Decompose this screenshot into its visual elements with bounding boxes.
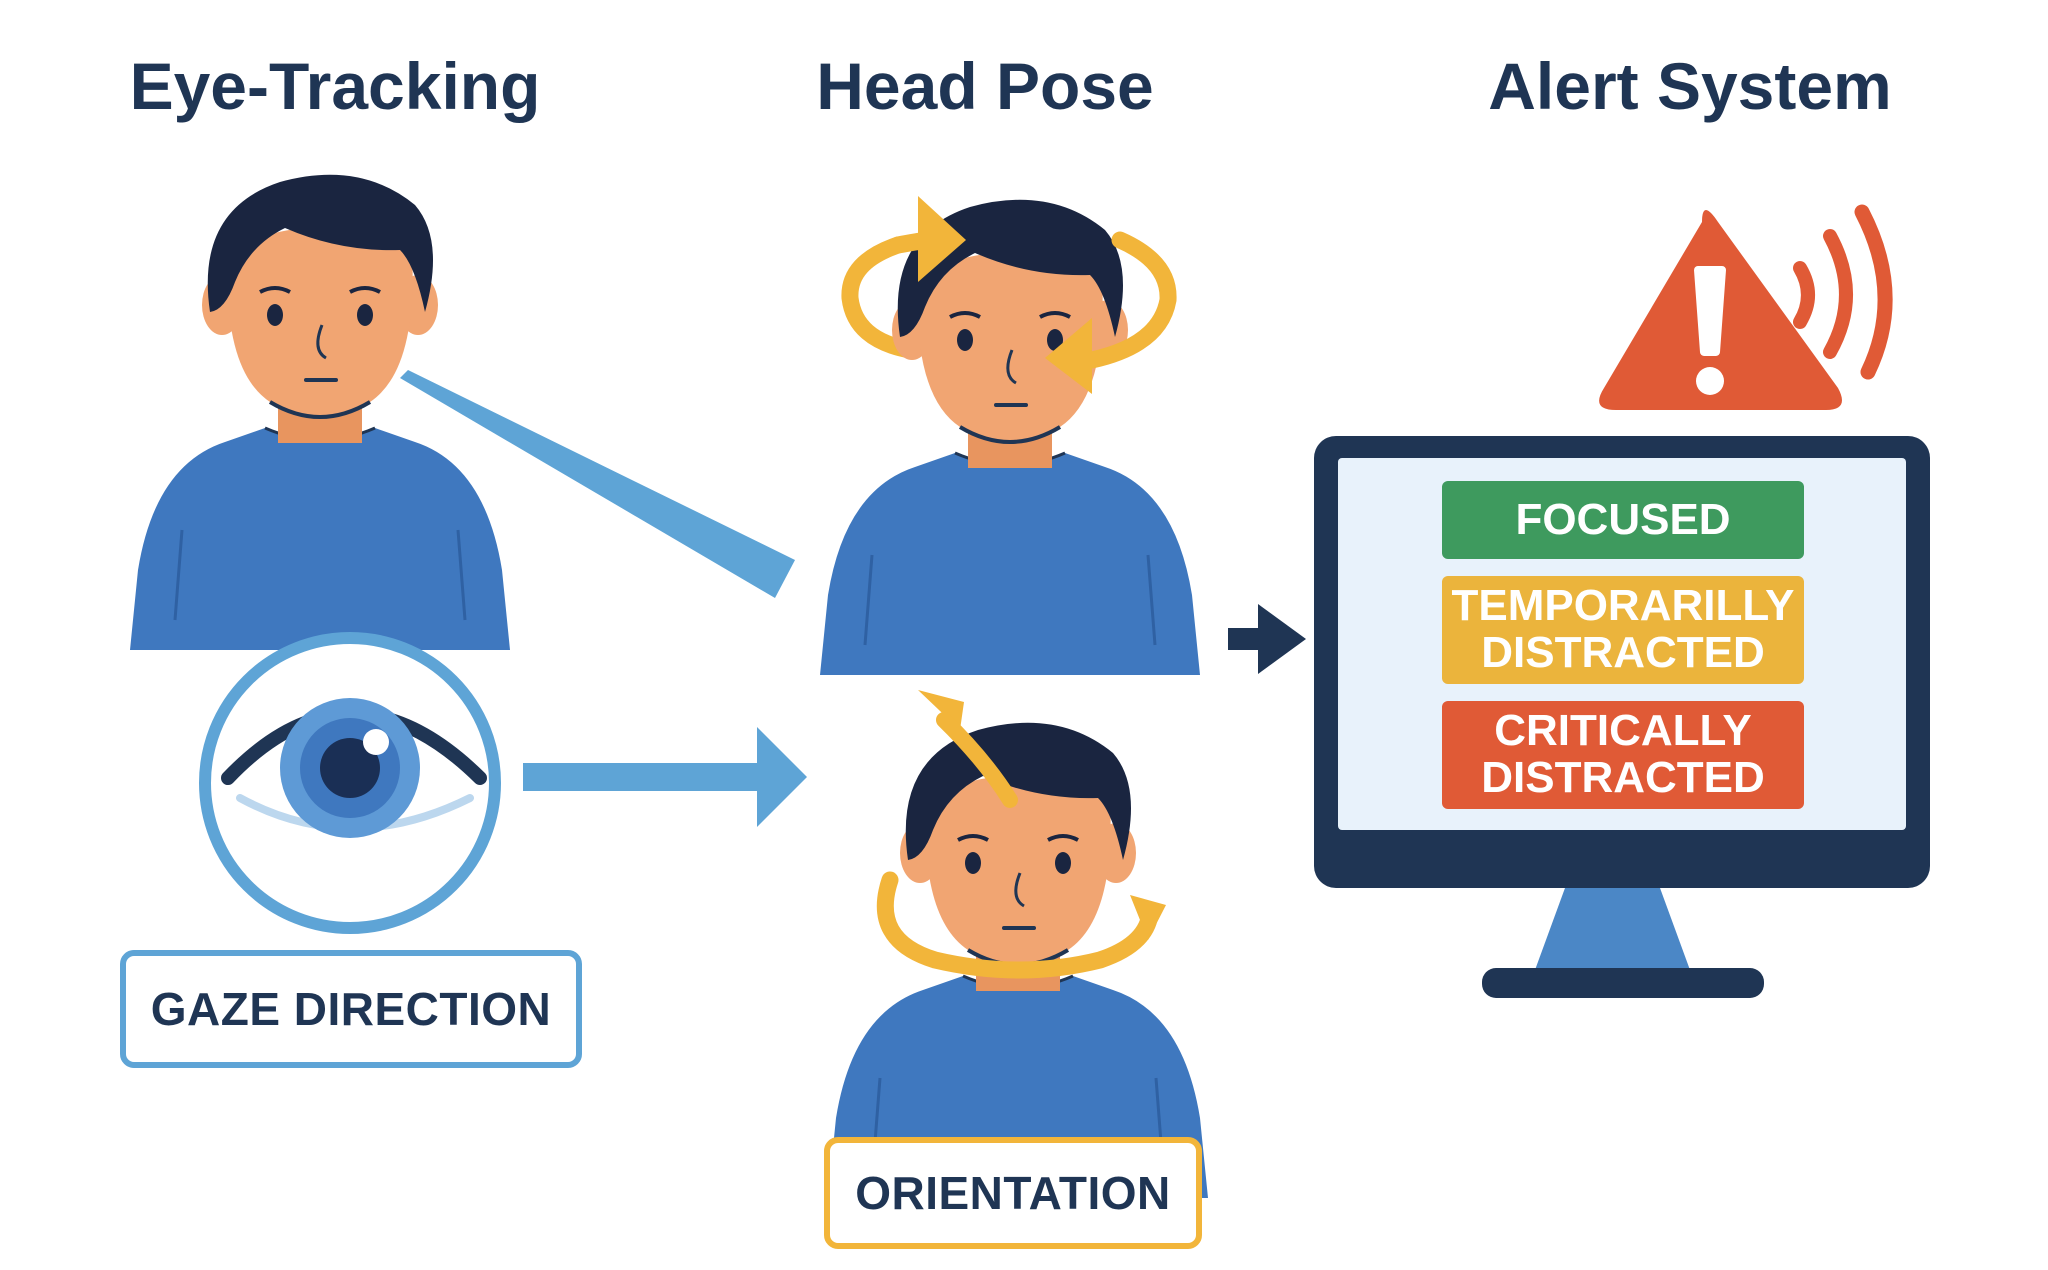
head-rotation-group bbox=[818, 196, 1202, 677]
gaze-direction-label: GAZE DIRECTION bbox=[120, 950, 582, 1068]
eye-icon bbox=[199, 632, 501, 934]
eye-tracking-title: Eye-Tracking bbox=[129, 49, 541, 123]
person-icon bbox=[826, 720, 1210, 1200]
arrow-right-icon bbox=[1228, 604, 1306, 674]
signal-waves-icon bbox=[1793, 204, 1893, 380]
person-icon bbox=[818, 197, 1202, 677]
warning-triangle-icon bbox=[1599, 210, 1842, 410]
arrow-right-icon bbox=[523, 727, 807, 827]
status-critically-distracted: CRITICALLY DISTRACTED bbox=[1442, 701, 1804, 809]
rotation-arrow-icon bbox=[918, 196, 966, 282]
alert-system-title: Alert System bbox=[1488, 49, 1892, 123]
person-icon bbox=[128, 172, 512, 652]
gaze-beam-icon bbox=[400, 370, 795, 598]
head-pose-title: Head Pose bbox=[816, 49, 1154, 123]
status-temporarily-distracted: TEMPORARILLY DISTRACTED bbox=[1442, 576, 1804, 684]
rotation-arrow-icon bbox=[1083, 231, 1177, 369]
status-focused: FOCUSED bbox=[1442, 481, 1804, 559]
orientation-rotation-group bbox=[826, 690, 1210, 1200]
rotation-arrow-icon bbox=[876, 871, 1159, 979]
rotation-arrow-icon bbox=[841, 236, 919, 359]
orientation-label: ORIENTATION bbox=[824, 1137, 1202, 1249]
